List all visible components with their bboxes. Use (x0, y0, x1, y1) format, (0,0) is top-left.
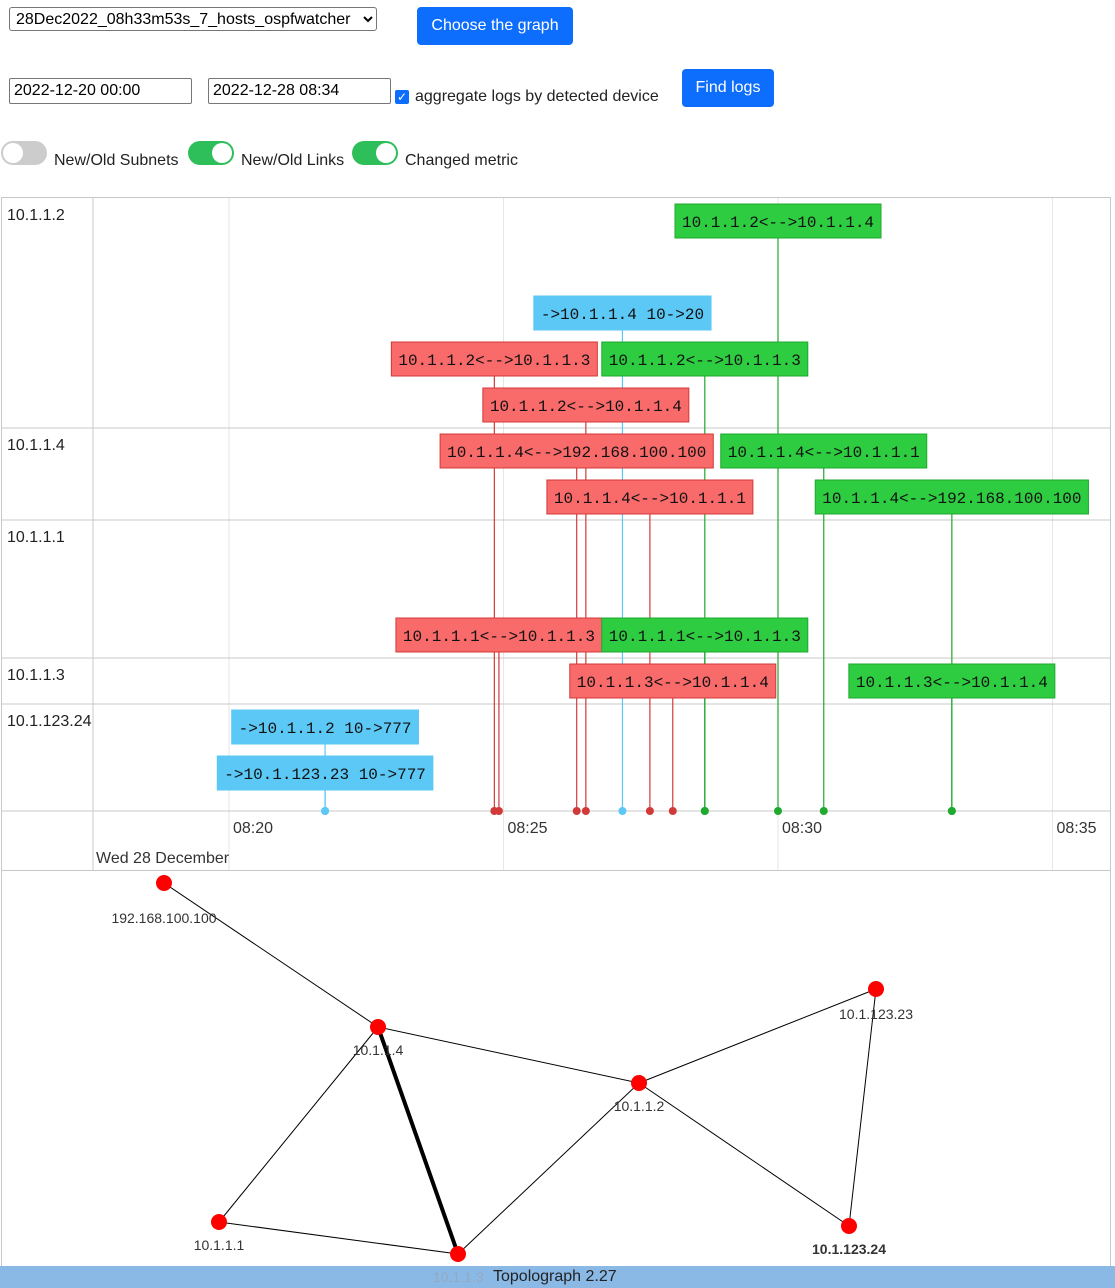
event-box (231, 709, 419, 745)
topology-node (211, 1214, 227, 1230)
topology-node (370, 1019, 386, 1035)
event-box (216, 755, 434, 791)
group-label: 10.1.1.1 (7, 529, 65, 546)
event-box (569, 663, 777, 699)
event-label: ->10.1.1.2 10->777 (239, 720, 412, 738)
toggle-links[interactable] (188, 141, 234, 165)
toggle-links-label: New/Old Links (241, 152, 345, 169)
date-to-input[interactable] (208, 78, 391, 104)
date-from-input[interactable] (9, 78, 192, 104)
topology-node-label: 10.1.1.1 (194, 1237, 245, 1253)
axis-tick-label: 08:20 (233, 820, 273, 837)
event-dot (819, 807, 828, 815)
event-label: 10.1.1.2<-->10.1.1.3 (398, 352, 590, 370)
event-label: ->10.1.123.23 10->777 (224, 766, 426, 784)
toggle-metric-label: Changed metric (405, 152, 518, 169)
topology-edge (457, 1082, 640, 1255)
topology-node (868, 981, 884, 997)
event-box (390, 341, 598, 377)
aggregate-checkbox[interactable]: ✓ (395, 90, 409, 104)
event-box (439, 433, 714, 469)
topology-edge (377, 1026, 640, 1084)
topology-edge (163, 882, 379, 1028)
event-label: 10.1.1.3<-->10.1.1.4 (856, 674, 1048, 692)
event-dot (618, 807, 627, 815)
group-label: 10.1.123.24 (7, 713, 92, 730)
topology-node (156, 875, 172, 891)
event-dot (321, 807, 330, 815)
topology-node-label: 192.168.100.100 (111, 910, 216, 926)
topology-graph: 192.168.100.100 10.1.1.4 10.1.1.2 10.1.123.… (111, 875, 913, 1262)
axis-tick-label: 08:30 (782, 820, 822, 837)
topology-node-label: 10.1.1.2 (614, 1098, 665, 1114)
group-label: 10.1.1.4 (7, 437, 65, 454)
event-label: 10.1.1.4<-->192.168.100.100 (822, 490, 1081, 508)
event-label: 10.1.1.2<-->10.1.1.3 (609, 352, 801, 370)
topology-node-label: 10.1.123.24 (812, 1241, 886, 1257)
timeline-chart: 10.1.1.2 10.1.1.4 10.1.1.1 10.1.1.3 10.1.123… (2, 198, 1110, 870)
topology-edge (376, 1026, 460, 1255)
topology-node (450, 1246, 466, 1262)
event-box (720, 433, 928, 469)
event-dot (645, 807, 654, 815)
group-label: 10.1.1.3 (7, 667, 65, 684)
find-logs-button[interactable]: Find logs (682, 69, 774, 107)
event-box (533, 295, 712, 331)
toggle-metric[interactable] (352, 141, 398, 165)
event-dot (947, 807, 956, 815)
topology-panel: 192.168.100.100 10.1.1.4 10.1.1.2 10.1.123.… (1, 871, 1111, 1267)
event-dot (774, 807, 782, 815)
toggle-subnets[interactable] (1, 141, 47, 165)
event-dot (668, 807, 677, 815)
event-label: 10.1.1.4<-->192.168.100.100 (447, 444, 706, 462)
event-label: 10.1.1.4<-->10.1.1.1 (728, 444, 920, 462)
aggregate-label: aggregate logs by detected device (415, 88, 659, 105)
topology-edge (848, 988, 877, 1227)
axis-tick-label: 08:35 (1057, 820, 1097, 837)
footer-faded-label: 10.1.1.3 (433, 1269, 484, 1285)
event-label: 10.1.1.1<-->10.1.1.3 (403, 628, 595, 646)
axis-date-label: Wed 28 December (96, 850, 230, 867)
event-box (674, 203, 882, 239)
timeline-panel: 10.1.1.2 10.1.1.4 10.1.1.1 10.1.1.3 10.1.123… (1, 197, 1111, 871)
topology-node-label: 10.1.1.4 (353, 1042, 404, 1058)
event-box (601, 341, 809, 377)
event-box (482, 387, 690, 423)
topology-node (631, 1075, 647, 1091)
event-box (814, 479, 1089, 515)
choose-graph-button[interactable]: Choose the graph (417, 7, 573, 45)
event-label: 10.1.1.2<-->10.1.1.4 (682, 214, 874, 232)
event-dot (700, 807, 709, 815)
event-label: 10.1.1.2<-->10.1.1.4 (490, 398, 682, 416)
topology-edge (638, 988, 877, 1084)
event-dot (581, 807, 590, 815)
event-label: 10.1.1.4<-->10.1.1.1 (554, 490, 746, 508)
topology-edge (218, 1026, 379, 1223)
event-box (546, 479, 754, 515)
event-dot (494, 807, 503, 815)
event-label: 10.1.1.1<-->10.1.1.3 (609, 628, 801, 646)
topology-edge (218, 1221, 459, 1255)
event-box (601, 617, 809, 653)
event-box (848, 663, 1056, 699)
event-label: ->10.1.1.4 10->20 (541, 306, 704, 324)
event-label: 10.1.1.3<-->10.1.1.4 (577, 674, 769, 692)
topology-node-label: 10.1.123.23 (839, 1006, 913, 1022)
topology-node (841, 1218, 857, 1234)
topology-edge (638, 1082, 850, 1227)
footer-bar: 10.1.1.3 Topolograph 2.27 (0, 1266, 1115, 1288)
footer-title: Topolograph 2.27 (493, 1268, 617, 1285)
axis-tick-label: 08:25 (508, 820, 548, 837)
group-label: 10.1.1.2 (7, 207, 65, 224)
toggle-subnets-label: New/Old Subnets (54, 152, 179, 169)
event-dot (572, 807, 581, 815)
event-box (395, 617, 603, 653)
graph-select[interactable]: 28Dec2022_08h33m53s_7_hosts_ospfwatcher (9, 7, 377, 31)
